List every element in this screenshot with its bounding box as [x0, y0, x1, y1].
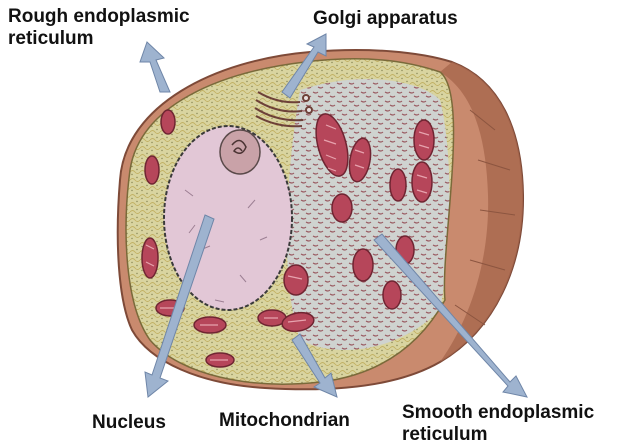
label-rough-endoplasmic-reticulum: Rough endoplasmic reticulum [8, 6, 190, 50]
cell-cortex-shade [440, 62, 524, 362]
label-rough-er-line2: reticulum [8, 28, 94, 49]
arrow-mitochondrion [291, 333, 338, 398]
arrow-golgi [281, 33, 327, 99]
mitochondria-cristae [145, 124, 430, 361]
nucleolus [219, 129, 261, 175]
arrow-rough-er [139, 41, 171, 93]
label-smooth-er-line2: reticulum [402, 424, 488, 445]
plasma-membrane [125, 58, 455, 385]
label-smooth-endoplasmic-reticulum: Smooth endoplasmic reticulum [402, 402, 594, 446]
label-nucleus: Nucleus [92, 412, 166, 433]
label-smooth-er-line1: Smooth endoplasmic [402, 402, 595, 423]
arrow-smooth-er [373, 233, 528, 398]
pointer-arrows [139, 33, 528, 398]
label-rough-er-line1: Rough endoplasmic [8, 6, 190, 27]
chromatin [184, 189, 268, 303]
mitochondria-group [141, 109, 435, 368]
cortex-lines [454, 109, 516, 326]
label-mitochondrion: Mitochondrian [219, 410, 350, 431]
golgi-shape [254, 91, 313, 128]
arrow-nucleus [144, 214, 215, 398]
label-golgi-apparatus: Golgi apparatus [313, 8, 458, 29]
